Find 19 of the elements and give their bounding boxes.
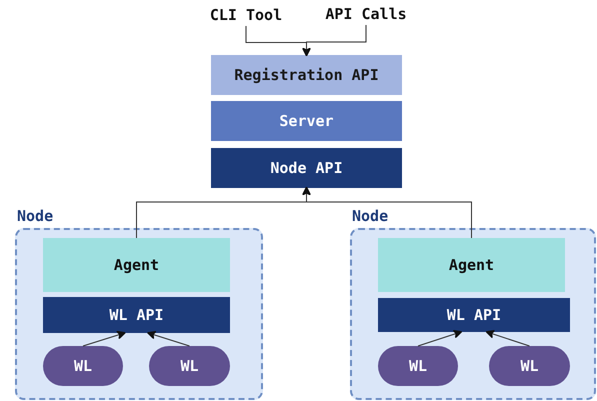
arrow — [302, 24, 366, 56]
agent-box: Agent — [43, 238, 230, 292]
workload-pill: WL — [43, 346, 123, 386]
workload-pill: WL — [378, 346, 458, 386]
api-box: Registration API — [211, 55, 402, 95]
workload-pill: WL — [149, 346, 230, 386]
workload-pill: WL — [489, 346, 570, 386]
node-heading: Node — [17, 207, 54, 225]
node-heading: Node — [352, 207, 388, 225]
api-box: WL API — [43, 297, 230, 333]
arrow — [302, 186, 472, 238]
arrow — [418, 330, 462, 346]
api-box: Node API — [211, 148, 402, 188]
agent-box: Agent — [378, 238, 565, 292]
api-box: WL API — [378, 298, 570, 332]
server-box: Server — [211, 101, 402, 141]
arrow — [486, 330, 530, 346]
source-label: API Calls — [320, 3, 412, 25]
source-label: CLI Tool — [205, 4, 287, 26]
